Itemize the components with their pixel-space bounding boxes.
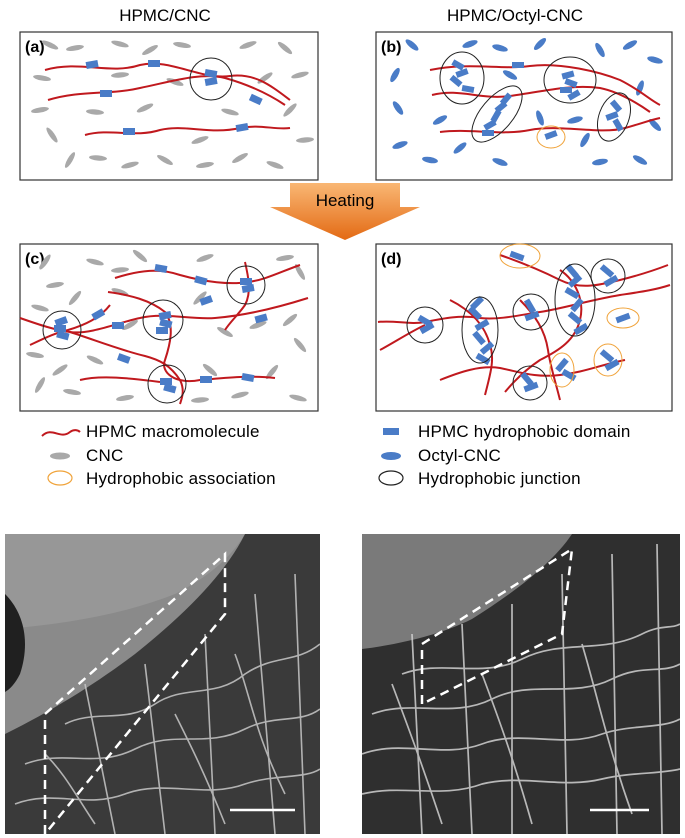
- panel-label-a: (a): [25, 39, 45, 56]
- hydrophobic-association-d1: [499, 243, 541, 269]
- sem-left-network: [14, 573, 320, 834]
- hydrophobic-junction-d3: [512, 293, 550, 331]
- hydrophobic-junction-a: [189, 57, 233, 101]
- legend-label-hydrophobic-junction: Hydrophobic junction: [418, 469, 581, 488]
- panel-a-frame: [19, 31, 319, 181]
- sem-image-left: [5, 534, 320, 834]
- hydrophobic-junction-d5: [590, 258, 626, 294]
- legend-label-hpmc-macromolecule: HPMC macromolecule: [86, 422, 260, 441]
- junctions-d: [406, 243, 640, 401]
- hydrophobic-association-d4: [606, 307, 640, 329]
- cnc-rods-c: [26, 249, 307, 403]
- hpmc-chains-c: [19, 261, 309, 405]
- hydrophobic-association-b: [536, 125, 566, 149]
- sem-left-dashed-outline: [43, 551, 227, 834]
- hydrophobic-junction-c1: [42, 310, 82, 350]
- hydrophobic-junction-c2: [142, 299, 184, 341]
- sem-right-network: [362, 543, 680, 834]
- junctions-c: [42, 265, 266, 404]
- junctions-b: [439, 51, 631, 149]
- heating-label: Heating: [316, 191, 375, 210]
- cnc-rods-a: [31, 40, 314, 169]
- heating-arrow: Heating: [270, 183, 420, 240]
- legend-symbols: [41, 428, 404, 486]
- panel-b-frame: [375, 31, 673, 181]
- hydrophobic-junction-b2: [543, 56, 597, 104]
- column-title-left: HPMC/CNC: [119, 6, 211, 25]
- panel-label-d: (d): [381, 251, 401, 268]
- octyl-cnc-rods-b: [390, 37, 663, 166]
- column-title-right: HPMC/Octyl-CNC: [447, 6, 583, 25]
- hydrophobic-junction-b3: [471, 85, 523, 143]
- hydrophobic-junction-d6: [512, 365, 548, 401]
- legend-cnc-symbol: [50, 452, 70, 460]
- legend-association-symbol: [47, 470, 73, 486]
- hydrophobic-association-d2: [549, 352, 575, 388]
- panel-d-content: [377, 243, 671, 401]
- panel-label-c: (c): [25, 251, 45, 268]
- panel-c-content: [19, 249, 309, 405]
- hydrophobic-junction-b4: [597, 92, 631, 142]
- legend-label-hydrophobic-association: Hydrophobic association: [86, 469, 276, 488]
- hydrophobic-junction-b1: [439, 51, 485, 105]
- legend-junction-symbol: [378, 470, 404, 486]
- legend-chain-symbol: [41, 429, 81, 437]
- hydrophobic-domains-c: [54, 264, 268, 394]
- legend-octyl-cnc-symbol: [381, 452, 401, 460]
- schematic-figure: (a) (b) (c) (d) Heating: [19, 31, 673, 486]
- octyl-cnc-clusters-d: [417, 250, 631, 393]
- panel-label-b: (b): [381, 39, 401, 56]
- hydrophobic-junction-d1: [406, 306, 444, 344]
- panel-b-content: [390, 37, 663, 166]
- legend-label-cnc: CNC: [86, 446, 124, 465]
- sem-right-dashed-outline: [420, 546, 574, 707]
- hydrophobic-domains-a: [85, 60, 263, 135]
- legend-domain-symbol: [383, 428, 399, 435]
- hydrophobic-junction-d2: [461, 296, 499, 364]
- hydrophobic-association-d3: [593, 343, 623, 377]
- panel-a-content: [31, 40, 314, 169]
- legend-label-octyl-cnc: Octyl-CNC: [418, 446, 502, 465]
- legend-label-hpmc-hydrophobic-domain: HPMC hydrophobic domain: [418, 422, 631, 441]
- hydrophobic-junction-c3: [226, 265, 266, 305]
- hydrophobic-junction-d4: [554, 263, 596, 337]
- hydrophobic-junction-c4: [147, 364, 187, 404]
- sem-image-right: [362, 534, 680, 834]
